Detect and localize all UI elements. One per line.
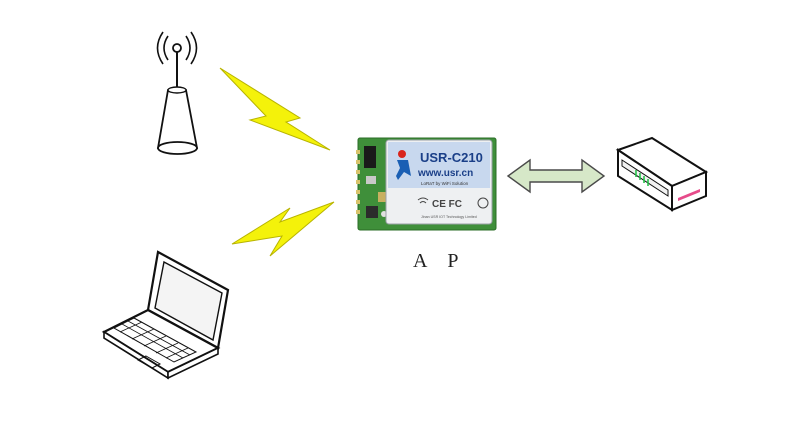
usr-logo-icon [396,150,411,180]
module-cert-text: CE FC [432,199,462,210]
wifi-module-icon: USR-C210 www.usr.cn LoRaT by WiFi Soluti… [356,137,497,231]
module-model-text: USR-C210 [420,150,483,165]
lightning-icon [231,201,335,257]
module-footer-text: Jinan USR IOT Technology Limited [421,215,477,219]
wifi-cert-icon [417,197,429,204]
module-website-text: www.usr.cn [417,168,473,179]
ap-label: A P [413,250,467,272]
router-icon [615,136,709,212]
laptop-icon [101,250,230,380]
double-arrow-icon [506,158,606,194]
lightning-icon [219,67,331,151]
module-tagline-text: LoRaT by WiFi Solution [421,181,469,186]
checkmark-cert-icon [477,197,489,209]
antenna-icon [156,31,199,155]
